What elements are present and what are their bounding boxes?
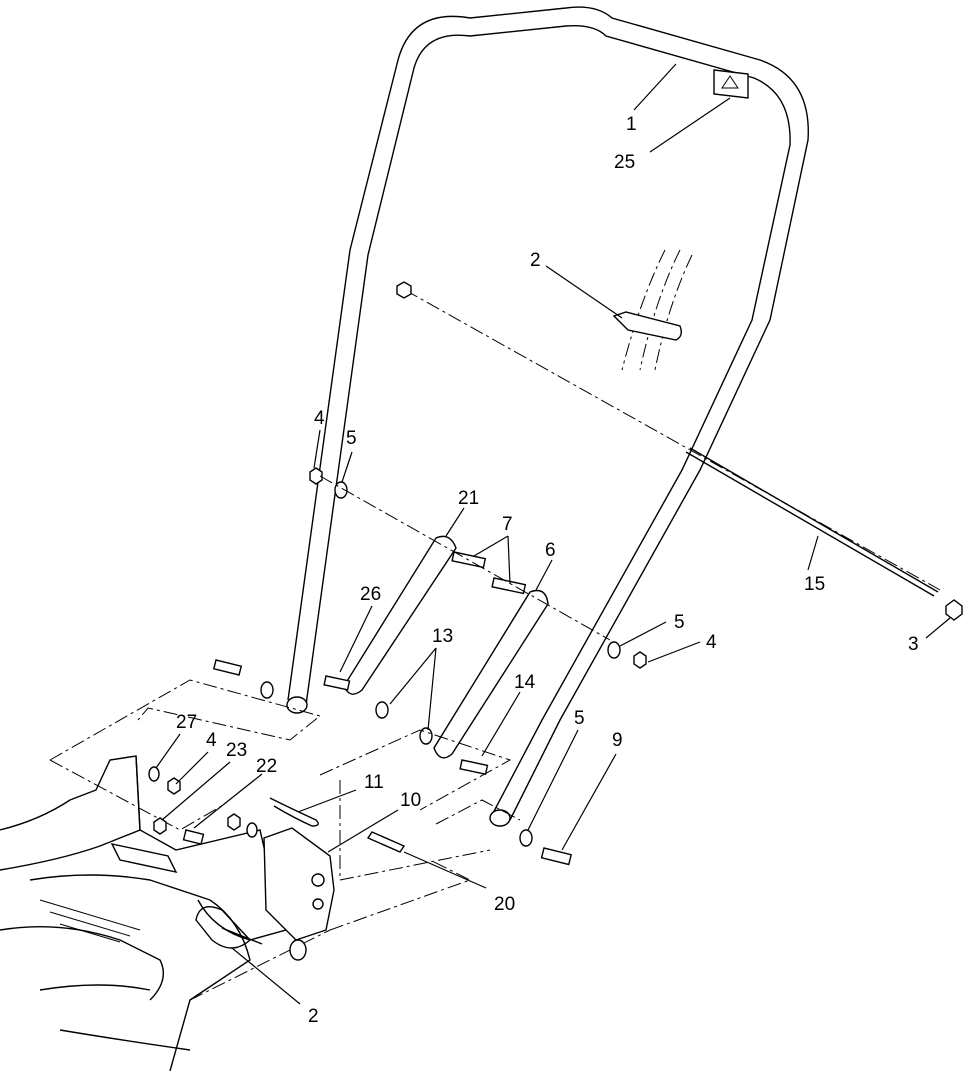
callout-3: 3 — [908, 634, 919, 655]
bolt-14 — [459, 759, 489, 776]
cable-tie — [612, 249, 693, 371]
callout-9: 9 — [612, 730, 623, 751]
base-frame — [0, 755, 323, 1071]
nut-4-lower — [167, 777, 181, 795]
callout-5-right: 5 — [674, 612, 685, 633]
hairpin-11 — [269, 797, 319, 827]
spacer-13a — [375, 701, 389, 719]
callout-4-left: 4 — [314, 408, 325, 429]
washer-bolt-lower-right — [519, 829, 573, 866]
callout-21: 21 — [458, 488, 479, 509]
nut-washer-left — [309, 467, 348, 499]
callout-14: 14 — [514, 672, 536, 693]
link-21 — [343, 535, 457, 695]
decal-plate — [713, 69, 749, 99]
nut-top-left — [396, 281, 412, 299]
nut-right — [945, 599, 963, 621]
callout-20: 20 — [494, 894, 515, 915]
link-6 — [433, 589, 549, 759]
callout-13: 13 — [432, 626, 453, 647]
rod — [685, 447, 939, 597]
leader-lines — [155, 63, 951, 1005]
callout-2-top: 2 — [530, 250, 541, 271]
spacer-13b — [419, 727, 433, 745]
clevis-pin-2 — [195, 906, 263, 949]
callout-4-right: 4 — [706, 632, 717, 653]
callout-2-bottom: 2 — [308, 1006, 319, 1027]
callout-27: 27 — [176, 712, 197, 733]
bolt-22 — [182, 829, 205, 845]
bracket-10 — [263, 827, 335, 961]
bolt-upper-left — [212, 659, 274, 699]
callout-11: 11 — [364, 772, 384, 793]
callout-7: 7 — [502, 514, 513, 535]
callout-23: 23 — [226, 740, 247, 761]
callout-26: 26 — [360, 584, 381, 605]
callout-5-lower: 5 — [574, 708, 585, 729]
callout-1: 1 — [626, 114, 637, 135]
bolt-26 — [323, 675, 351, 691]
callout-5-left: 5 — [346, 428, 357, 449]
callout-25: 25 — [614, 152, 635, 173]
bolt-7b — [491, 577, 527, 595]
bar-20 — [366, 831, 406, 853]
callout-6: 6 — [545, 540, 556, 561]
callout-10: 10 — [400, 790, 421, 811]
nut-washer-22 — [227, 813, 258, 838]
callout-22: 22 — [256, 756, 277, 777]
handle-frame — [286, 6, 809, 827]
callout-labels: 1 25 2 4 5 21 7 6 26 13 15 5 4 3 14 27 4… — [176, 114, 919, 1027]
nut-washer-right — [607, 641, 647, 669]
nut-23 — [153, 817, 167, 835]
washer-27 — [148, 766, 160, 782]
callout-15: 15 — [804, 574, 825, 595]
callout-4-lower: 4 — [206, 730, 217, 751]
